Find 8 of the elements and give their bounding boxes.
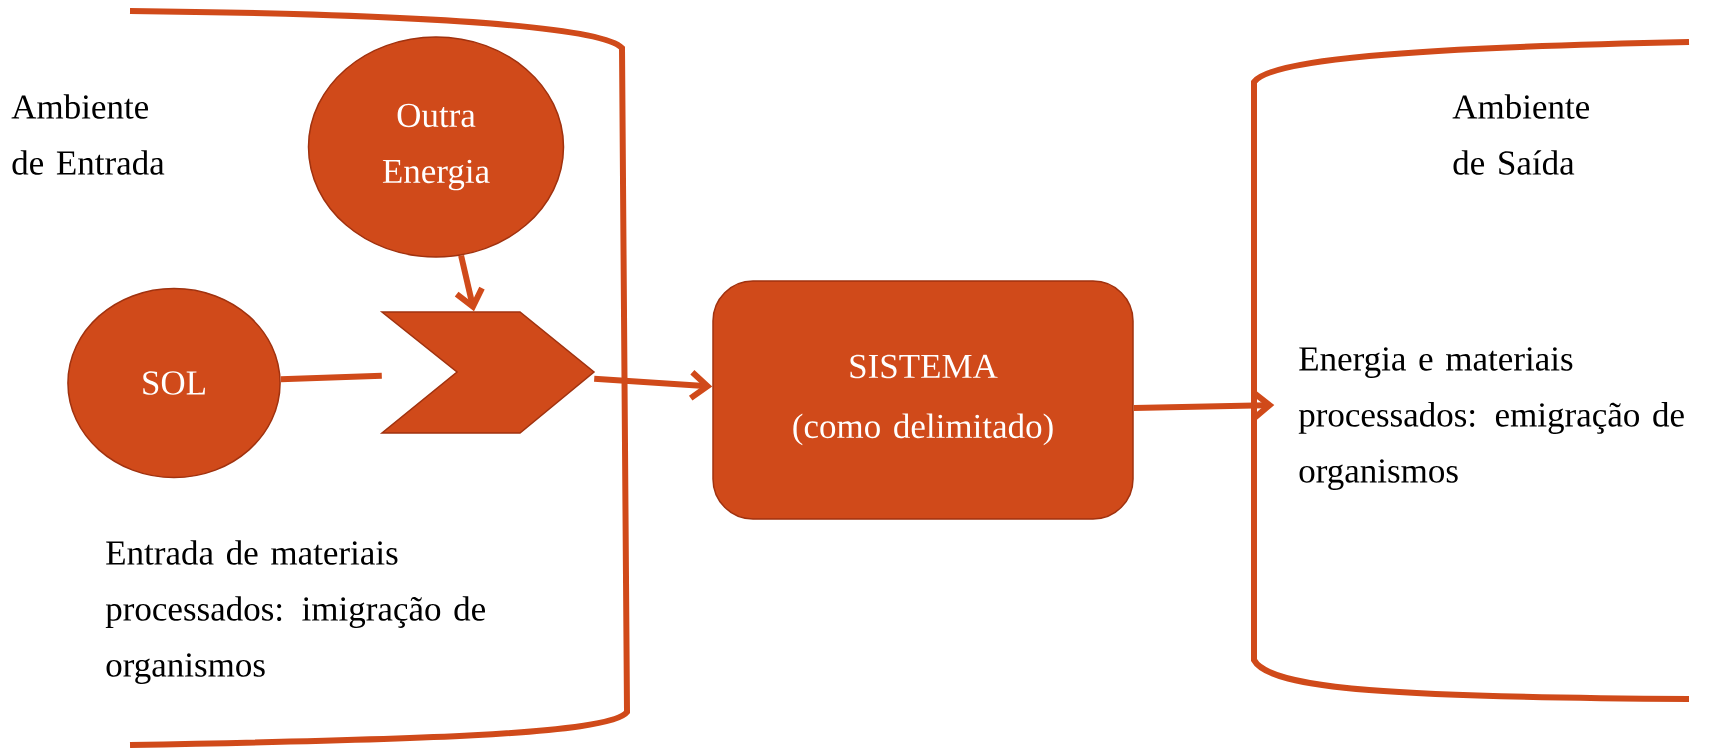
chevron-shape: [379, 311, 596, 434]
arrow: [1133, 390, 1275, 421]
arrow: [594, 370, 713, 401]
description-text: Entrada de materiais processados: imigração de organismos: [105, 540, 485, 685]
environment-label: Ambiente de Saída: [1452, 94, 1590, 175]
system-box: SISTEMA (como delimitado): [712, 280, 1134, 520]
description-text: Energia e materiais processados: emigração de organismos: [1298, 347, 1684, 490]
environment-label: Ambiente de Entrada: [11, 94, 165, 175]
